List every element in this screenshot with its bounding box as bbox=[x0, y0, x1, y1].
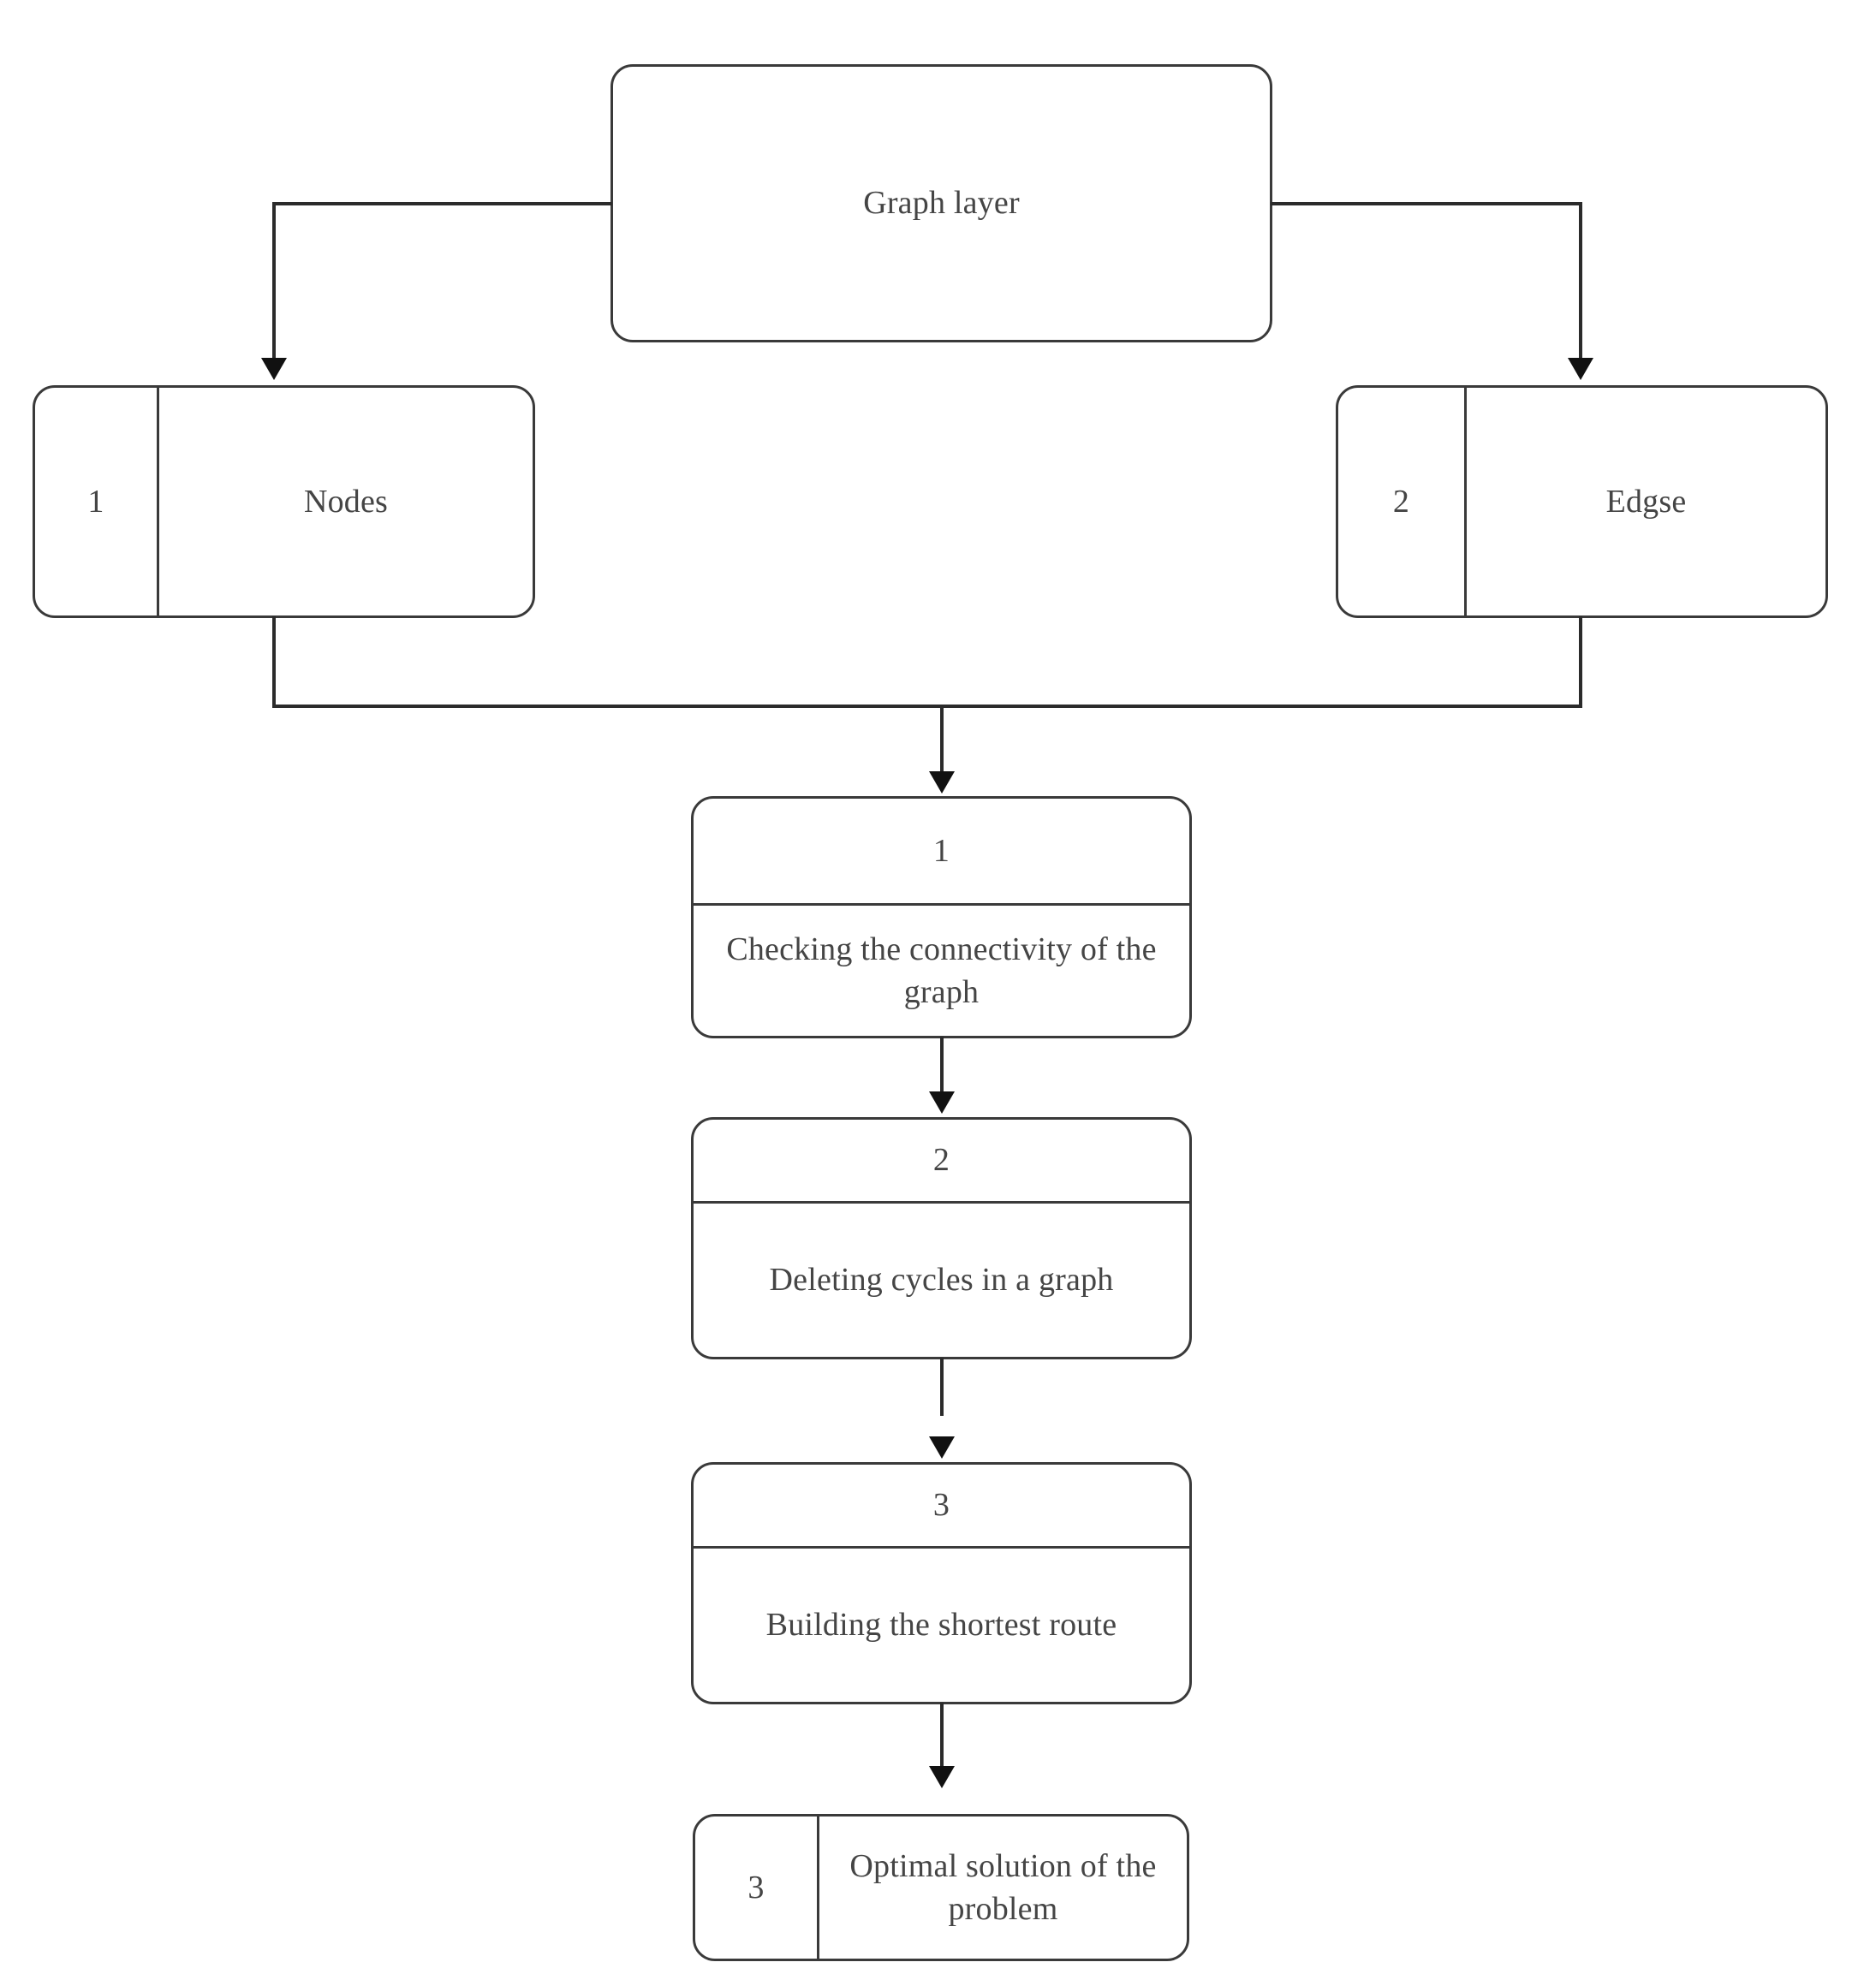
graph-layer-node[interactable]: Graph layer bbox=[610, 64, 1272, 342]
step-number-label: 1 bbox=[932, 832, 950, 869]
step-number-cell: 3 bbox=[694, 1465, 1189, 1549]
arrow-to-step2-icon bbox=[929, 1091, 955, 1114]
result-number-label: 3 bbox=[747, 1869, 765, 1906]
arrow-to-step1-icon bbox=[929, 771, 955, 794]
step-number-cell: 2 bbox=[694, 1120, 1189, 1204]
connector-step2-to-step3 bbox=[940, 1358, 944, 1416]
branch-number-label: 2 bbox=[1392, 483, 1410, 520]
branch-text-cell: Edgse bbox=[1467, 388, 1825, 615]
result-number-cell: 3 bbox=[695, 1816, 819, 1959]
step-label: Checking the connectivity of the graph bbox=[726, 931, 1157, 1010]
connector-graphlayer-left-vertical bbox=[272, 202, 276, 361]
step-node-3[interactable]: 3 Building the shortest route bbox=[691, 1462, 1192, 1704]
branch-text-cell: Nodes bbox=[159, 388, 533, 615]
branch-label: Edgse bbox=[1605, 483, 1687, 520]
step-node-1[interactable]: 1 Checking the connectivity of the graph bbox=[691, 796, 1192, 1038]
result-label: Optimal solution of the problem bbox=[849, 1847, 1157, 1927]
arrow-to-edges-icon bbox=[1568, 358, 1593, 380]
connector-graphlayer-left-horizontal bbox=[272, 202, 612, 205]
connector-edges-down bbox=[1579, 616, 1582, 708]
connector-merge-to-step1 bbox=[940, 705, 944, 775]
connector-nodes-down bbox=[272, 616, 276, 708]
branch-label: Nodes bbox=[303, 483, 389, 520]
step-number-label: 3 bbox=[932, 1487, 950, 1524]
branch-node-edges[interactable]: 2 Edgse bbox=[1336, 385, 1828, 618]
step-number-label: 2 bbox=[932, 1142, 950, 1179]
branch-number-label: 1 bbox=[87, 483, 104, 520]
result-text-cell: Optimal solution of the problem bbox=[819, 1816, 1187, 1959]
graph-layer-label: Graph layer bbox=[863, 185, 1020, 222]
arrow-to-step3-icon bbox=[929, 1436, 955, 1459]
result-node[interactable]: 3 Optimal solution of the problem bbox=[693, 1814, 1189, 1961]
step-label: Building the shortest route bbox=[765, 1607, 1117, 1644]
step-text-cell: Building the shortest route bbox=[694, 1549, 1189, 1702]
connector-step3-to-result bbox=[940, 1703, 944, 1769]
connector-graphlayer-right-horizontal bbox=[1271, 202, 1582, 205]
branch-node-nodes[interactable]: 1 Nodes bbox=[33, 385, 535, 618]
step-text-cell: Deleting cycles in a graph bbox=[694, 1204, 1189, 1357]
arrow-to-nodes-icon bbox=[261, 358, 287, 380]
arrow-to-result-icon bbox=[929, 1766, 955, 1788]
step-number-cell: 1 bbox=[694, 799, 1189, 906]
branch-number-cell: 2 bbox=[1338, 388, 1467, 615]
connector-graphlayer-right-vertical bbox=[1579, 202, 1582, 361]
step-text-cell: Checking the connectivity of the graph bbox=[694, 906, 1189, 1036]
branch-number-cell: 1 bbox=[35, 388, 159, 615]
connector-merge-bar bbox=[272, 705, 1582, 708]
connector-step1-to-step2 bbox=[940, 1037, 944, 1095]
step-node-2[interactable]: 2 Deleting cycles in a graph bbox=[691, 1117, 1192, 1359]
step-label: Deleting cycles in a graph bbox=[769, 1262, 1114, 1299]
